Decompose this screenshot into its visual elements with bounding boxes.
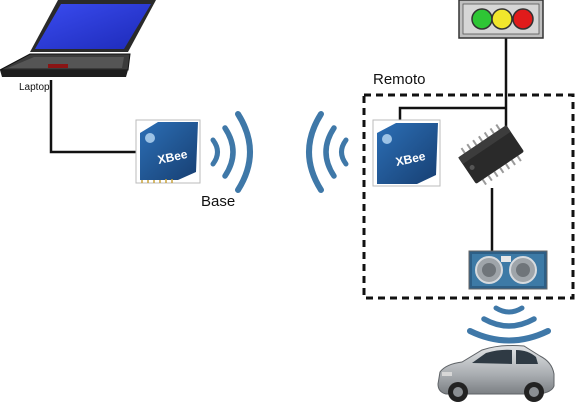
base-wireless-waves: [210, 111, 253, 193]
red-light: [512, 8, 534, 30]
traffic-light-icon: [458, 0, 544, 39]
sensor-signal-waves: [467, 305, 551, 344]
yellow-light: [491, 8, 513, 30]
laptop-to-xbee-wire: [49, 80, 138, 154]
green-light: [471, 8, 493, 30]
connection-wires: [49, 38, 508, 252]
xbee-to-chip-wire: [398, 106, 506, 120]
base-xbee-module: XBee: [135, 119, 201, 184]
microcontroller-chip: [458, 124, 524, 186]
remote-label: Remoto: [373, 71, 426, 88]
ultrasonic-sensor-icon: [468, 250, 548, 290]
base-label: Base: [201, 193, 236, 210]
remote-boundary: [362, 93, 575, 300]
laptop-label: Laptop: [19, 82, 50, 93]
laptop-icon: [0, 0, 156, 77]
xbee-logo: XBee: [394, 149, 427, 169]
car-icon: [437, 345, 555, 402]
xbee-logo: XBee: [156, 147, 189, 167]
remote-wireless-waves: [306, 111, 349, 193]
remote-xbee-module: XBee: [372, 119, 441, 187]
